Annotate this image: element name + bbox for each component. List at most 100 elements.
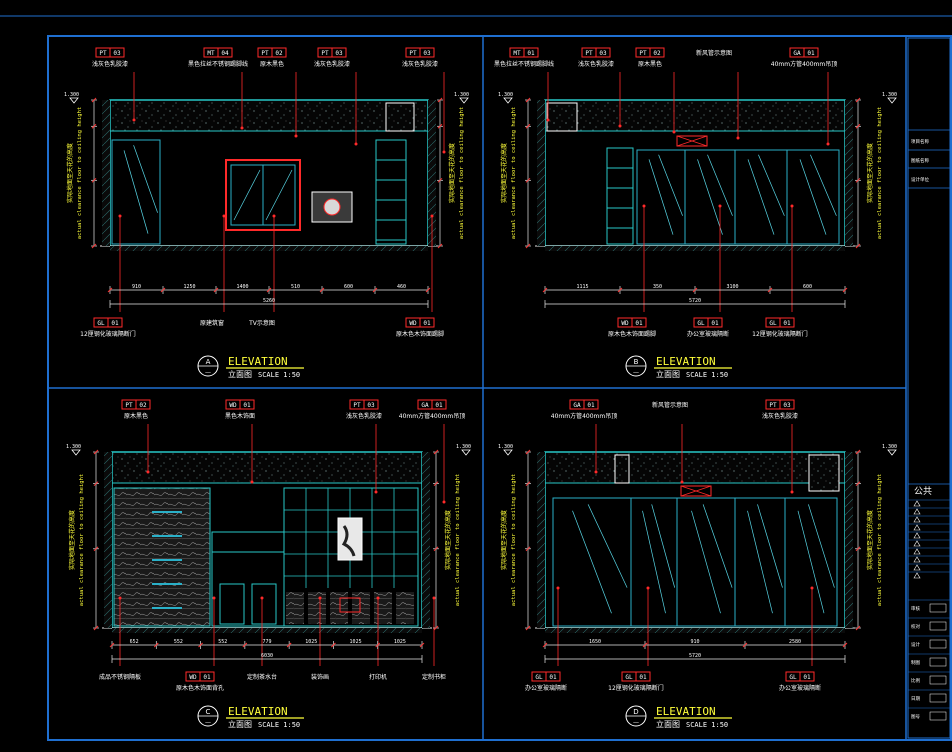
bookcase-door <box>352 592 370 624</box>
leader-line <box>240 72 244 130</box>
title-block-value-box <box>929 639 947 649</box>
height-note-en: actual clearance floor to ceiling height <box>877 107 883 239</box>
tag-num: 03 <box>367 402 375 409</box>
vdim-slash <box>525 97 531 103</box>
tag-label: 打印机 <box>369 673 387 681</box>
dim-value: 510 <box>291 284 300 290</box>
tag-num: 01 <box>423 320 431 327</box>
glass-reflection <box>691 510 721 614</box>
title-block-value-box <box>929 621 947 631</box>
tag-code: PT <box>261 50 269 57</box>
height-note-en: actual clearance floor to ceiling height <box>455 474 461 606</box>
bookcase-door <box>308 592 326 624</box>
tag-label: 装饰画 <box>311 673 329 681</box>
revision-triangle <box>913 540 921 547</box>
dim-value: 1025 <box>350 639 362 645</box>
dim-value: 460 <box>397 284 406 290</box>
dim-slash <box>692 287 698 293</box>
leader-line <box>718 204 722 312</box>
tag-label: 原木色木饰面踢脚 <box>396 330 444 338</box>
level-marker: 1.300 <box>882 444 897 456</box>
ceiling-band <box>111 101 427 131</box>
tag-code: GA <box>793 50 801 57</box>
vdim-slash <box>93 481 99 487</box>
painting-figure <box>341 525 356 557</box>
level-value: 1.300 <box>456 444 471 450</box>
level-marker: 1.300 <box>456 444 471 456</box>
leader-dot <box>594 470 598 474</box>
elevation-scale: SCALE 1:50 <box>686 721 728 729</box>
height-note-cn: 实际地面至天花的高度 <box>444 510 452 570</box>
vdim-slash <box>855 449 861 455</box>
tag-num: 01 <box>783 320 791 327</box>
title-block-frame <box>907 37 951 739</box>
glass-reflection <box>697 159 723 235</box>
title-block-value-box <box>929 693 947 703</box>
dim-slash <box>419 642 425 648</box>
leader-line <box>442 72 446 154</box>
bookcase-door <box>374 592 392 624</box>
tag-num: 03 <box>783 402 791 409</box>
dim-slash <box>153 642 159 648</box>
dim-value: 552 <box>174 639 183 645</box>
leader-dot <box>790 204 794 208</box>
leader-line <box>272 214 276 312</box>
tag-num: 01 <box>587 402 595 409</box>
tag-label: 40mm方管400mm吊顶 <box>399 412 465 420</box>
leader-dot <box>118 214 122 218</box>
leader-dot <box>250 480 254 484</box>
title-block-value-box <box>929 657 947 667</box>
vdim-slash <box>437 97 443 103</box>
air-duct <box>614 454 630 484</box>
elevation-scale: SCALE 1:50 <box>258 371 300 379</box>
leader-line <box>222 214 226 312</box>
elevation-subtitle: 立面图 <box>656 719 680 729</box>
tag-num: 03 <box>335 50 343 57</box>
building-window <box>225 159 301 231</box>
vdim-slash <box>433 625 439 631</box>
material-tag: 打印机 <box>369 673 387 681</box>
dim-value: 3100 <box>726 284 738 290</box>
floor-slab <box>110 246 428 251</box>
level-marker: 1.300 <box>882 92 897 104</box>
title-block-field: 比例 <box>911 677 920 684</box>
tag-num: 01 <box>111 320 119 327</box>
leader-dot <box>318 596 322 600</box>
level-value: 1.300 <box>498 444 513 450</box>
bookcase-door <box>396 592 414 624</box>
tag-label: 定制茶水台 <box>247 673 277 681</box>
tag-label: 原建筑窗 <box>200 319 224 327</box>
leader-dot <box>374 490 378 494</box>
leader-dot <box>430 214 434 218</box>
glass-reflection <box>707 154 733 216</box>
vdim-slash <box>433 546 439 552</box>
dim-value: 552 <box>218 639 227 645</box>
elevation-dash: — <box>633 369 639 376</box>
glass-reflection <box>648 159 674 235</box>
tag-label: 40mm方管400mm吊顶 <box>551 412 617 420</box>
level-marker: 1.300 <box>66 444 81 456</box>
vdim-slash <box>91 97 97 103</box>
leader-line <box>790 204 794 312</box>
tag-num: 01 <box>803 674 811 681</box>
tag-label: 新风管示意图 <box>696 49 732 57</box>
tag-label: 成品不锈钢隔板 <box>99 673 141 681</box>
height-note-cn: 实际地面至天花的高度 <box>68 510 76 570</box>
tag-code: PT <box>99 50 107 57</box>
tag-label: 原木黑色 <box>260 60 284 68</box>
leader-dot <box>546 118 550 122</box>
title-block-field: 项目名称 <box>911 138 929 145</box>
dim-total: 5720 <box>689 653 701 659</box>
leader-dot <box>432 596 436 600</box>
glass-reflection <box>123 150 149 234</box>
